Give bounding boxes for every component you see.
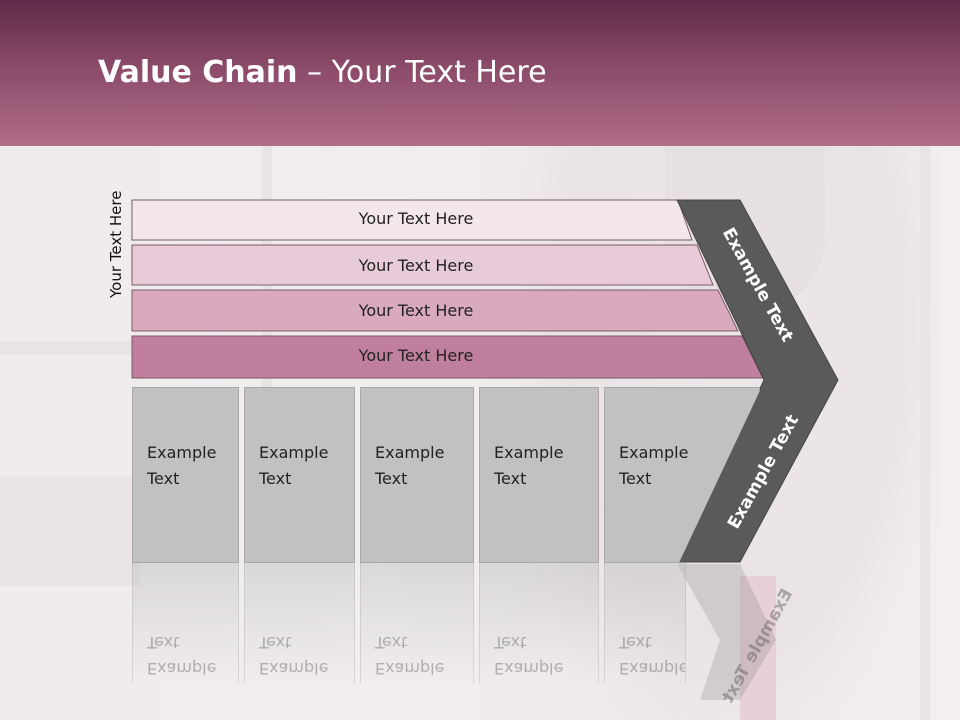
column-3-reflection: Example Text [360,563,474,683]
column-1-reflection: Example Text [132,563,239,683]
bar-2-label: Your Text Here [358,256,474,275]
column-1-label: Example Text [147,443,217,488]
column-5-label: Example Text [619,443,689,488]
bar-3-shape[interactable] [131,289,739,332]
column-2-reflection-label: Example Text [259,633,329,678]
bar-3-label: Your Text Here [358,301,474,320]
column-3-reflection-label: Example Text [375,633,445,678]
bar-2-shape[interactable] [131,244,714,286]
column-3-label: Example Text [375,443,445,488]
column-2[interactable]: Example Text [244,387,355,563]
bar-1-label: Your Text Here [358,209,474,228]
title-bold: Value Chain [98,55,298,90]
column-5-reflection: Example Text [604,563,686,683]
slide-title[interactable]: Value Chain – Your Text Here [98,55,547,90]
side-label: Your Text Here [107,190,125,298]
column-4-reflection-label: Example Text [494,633,564,678]
chevron-shape[interactable] [676,199,839,563]
column-4[interactable]: Example Text [479,387,599,563]
column-1-reflection-label: Example Text [147,633,217,678]
title-rest: – Your Text Here [297,55,547,90]
column-5-reflection-label: Example Text [619,633,686,678]
title-band: Value Chain – Your Text Here [0,0,960,146]
column-2-label: Example Text [259,443,329,488]
bar-4-label: Your Text Here [358,346,474,365]
column-2-reflection: Example Text [244,563,355,683]
chevron-reflection-shape [677,564,776,700]
column-1[interactable]: Example Text [132,387,239,563]
column-4-reflection: Example Text [479,563,599,683]
column-3[interactable]: Example Text [360,387,474,563]
column-4-label: Example Text [494,443,564,488]
bar-1-shape[interactable] [131,199,693,241]
